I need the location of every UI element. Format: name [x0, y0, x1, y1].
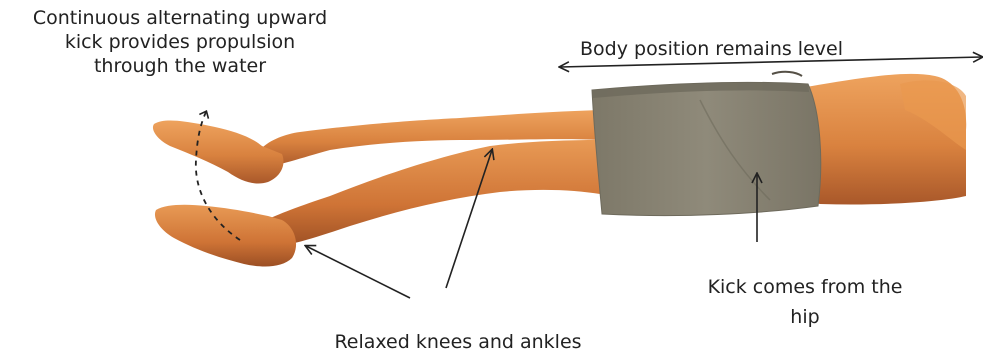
hip-kick-label: Kick comes from the hip: [690, 272, 920, 332]
relaxed-knees-ankles-label: Relaxed knees and ankles: [318, 330, 598, 354]
lower-foot: [155, 205, 296, 267]
ankle-arrow: [306, 246, 410, 298]
upper-foot: [153, 121, 284, 184]
propulsion-label: Continuous alternating upward kick provi…: [4, 6, 356, 78]
lower-leg: [262, 140, 600, 248]
body-level-label: Body position remains level: [580, 37, 890, 61]
drawstring: [772, 72, 802, 76]
swim-shorts: [592, 82, 821, 215]
